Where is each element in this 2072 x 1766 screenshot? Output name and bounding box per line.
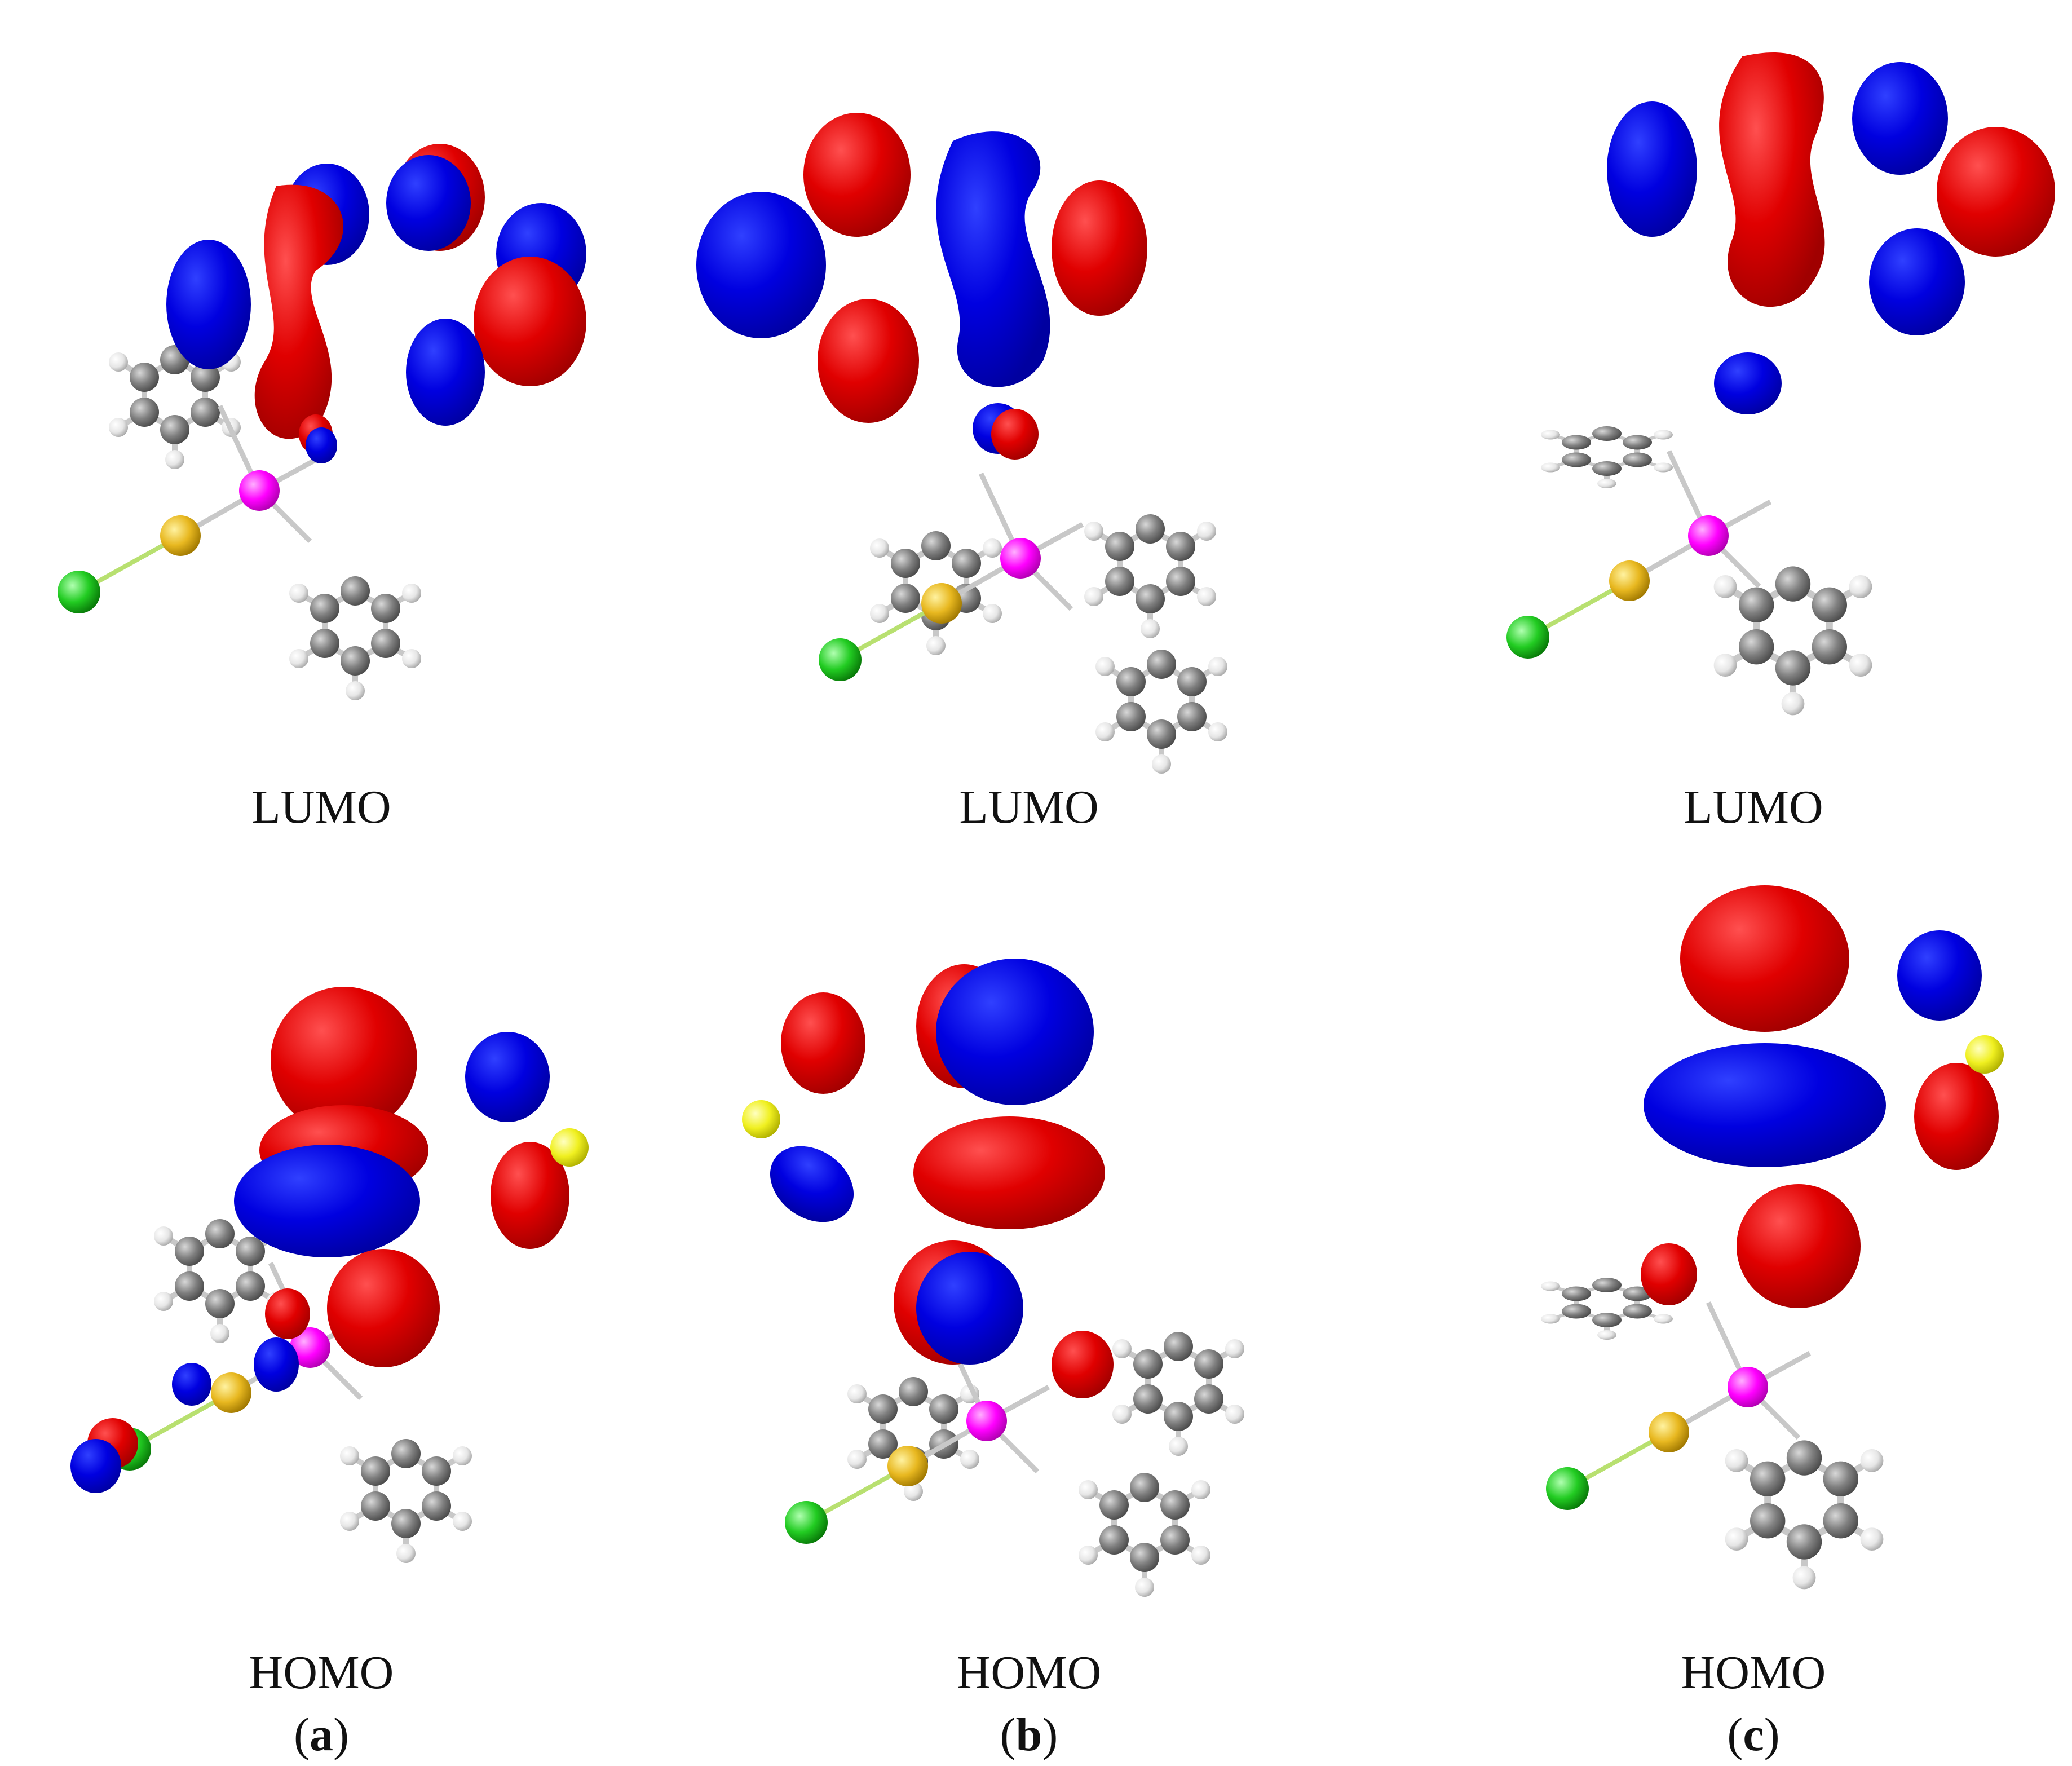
panel-a-lumo-molecule (58, 144, 586, 700)
panel-a-homo-molecule (70, 987, 589, 1563)
panel-c-homo-label: HOMO (1681, 1646, 1826, 1699)
panel-b-letter: b (1015, 1708, 1042, 1761)
panel-c-paren-close: ) (1764, 1708, 1780, 1761)
panel-c-homo-molecule (1541, 885, 2004, 1589)
panel-b-homo-molecule (742, 959, 1244, 1597)
panel-c-paren-open: ( (1727, 1708, 1743, 1761)
panel-a-homo-label: HOMO (249, 1646, 394, 1699)
lumo-a-lobes (166, 144, 586, 463)
panel-b-lumo-molecule (696, 113, 1227, 774)
panel-a-letter: a (310, 1708, 333, 1761)
panel-b-paren-close: ) (1042, 1708, 1058, 1761)
panel-c-caption: (c) (1556, 1711, 1951, 1759)
homo-b-lobes (770, 959, 1114, 1398)
panel-a-lumo-label: LUMO (251, 781, 391, 833)
panel-b-homo-label: HOMO (956, 1646, 1102, 1699)
panel-b-paren-open: ( (1000, 1708, 1016, 1761)
panel-c-lumo-molecule (1506, 52, 2055, 715)
lumo-c-lobes (1607, 52, 2055, 414)
panel-b-caption: (b) (832, 1711, 1226, 1759)
panel-b-lumo-label: LUMO (959, 781, 1099, 833)
homo-c-lobes (1641, 885, 1999, 1308)
panel-c-letter: c (1743, 1708, 1764, 1761)
homo-a-lobes (70, 987, 569, 1493)
panel-a-paren-close: ) (333, 1708, 349, 1761)
panel-a-paren-open: ( (294, 1708, 310, 1761)
panel-a-caption: (a) (124, 1711, 519, 1759)
lumo-b-lobes (696, 113, 1147, 460)
panel-c-lumo-label: LUMO (1684, 781, 1823, 833)
